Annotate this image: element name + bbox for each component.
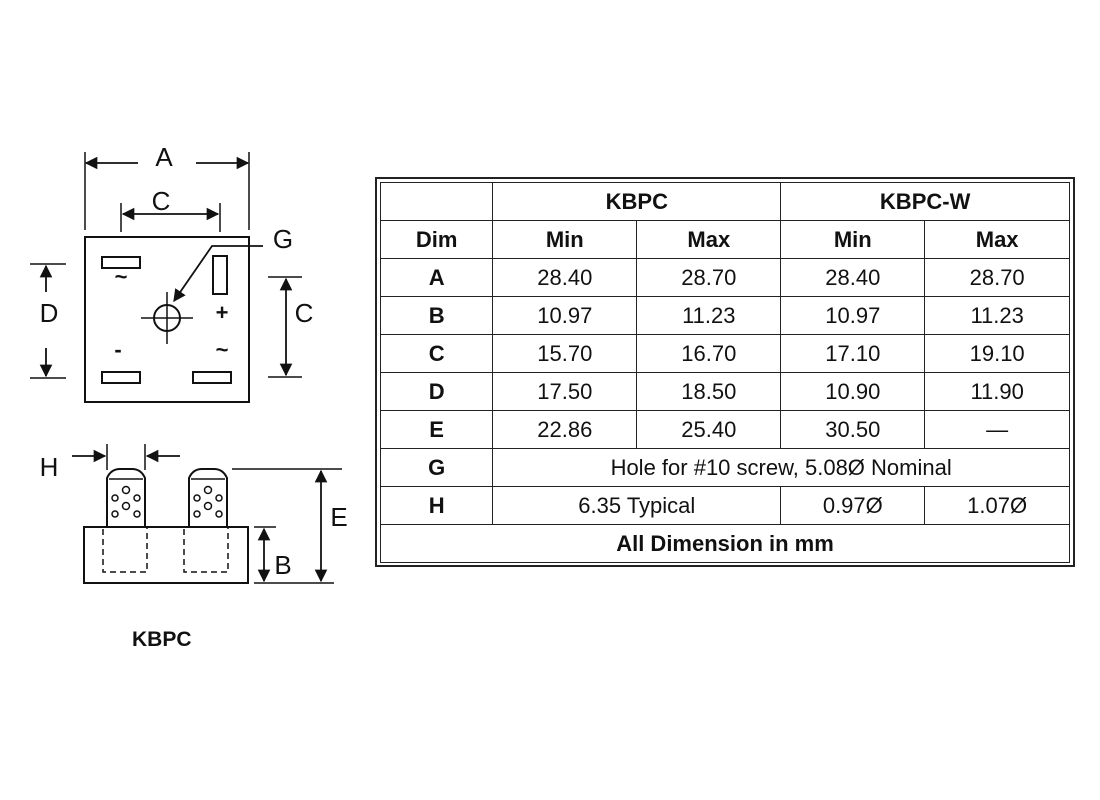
package-caption: KBPC (132, 628, 192, 651)
dim-c-top-label: C (152, 186, 171, 216)
column-header-kbpcw-max: Max (924, 220, 1070, 259)
kbpc-max-cell: 25.40 (636, 410, 782, 449)
terminal-right-hole-4 (215, 494, 223, 502)
dim-g-leader (173, 245, 263, 303)
kbpc-min-cell: 17.50 (492, 372, 638, 411)
kbpc-max-cell: 16.70 (636, 334, 782, 373)
terminal-right-hole-1 (203, 485, 213, 495)
terminal-plus-symbol: + (216, 300, 229, 325)
terminal-right-hole-6 (215, 510, 223, 518)
kbpc-min-cell: 15.70 (492, 334, 638, 373)
table-row: H 6.35 Typical 0.97Ø 1.07Ø (379, 486, 1070, 525)
row-dim-cell: E (379, 410, 494, 449)
kbpc-max-cell: 28.70 (636, 258, 782, 297)
column-header-kbpc-min: Min (492, 220, 638, 259)
terminal-right-hole-3 (193, 494, 201, 502)
dim-h-label: H (40, 452, 59, 482)
terminal-ac-symbol-2: ~ (216, 337, 229, 362)
terminal-lead-left (106, 468, 146, 527)
row-dim-cell: C (379, 334, 494, 373)
terminal-left-hole-6 (133, 510, 141, 518)
kbpcw-max-cell: 28.70 (924, 258, 1070, 297)
terminal-left-hole-2 (121, 501, 131, 511)
package-body-side (83, 526, 249, 584)
empty-corner-cell (379, 182, 494, 221)
group-header-kbpc-w: KBPC-W (780, 182, 1070, 221)
column-header-dim: Dim (379, 220, 494, 259)
kbpc-min-cell: 10.97 (492, 296, 638, 335)
table-row: E 22.86 25.40 30.50 — (379, 410, 1070, 449)
kbpcw-min-cell: 17.10 (780, 334, 926, 373)
dim-d-label: D (40, 298, 59, 328)
terminal-lead-right (188, 468, 228, 527)
table-row: B 10.97 11.23 10.97 11.23 (379, 296, 1070, 335)
kbpcw-min-cell: 30.50 (780, 410, 926, 449)
row-dim-cell: B (379, 296, 494, 335)
units-note: All Dimension in mm (380, 524, 1070, 563)
dim-b-label: B (274, 550, 291, 580)
kbpcw-max-cell: — (924, 410, 1070, 449)
terminal-ac-symbol-1: ~ (115, 264, 128, 289)
kbpc-max-cell: 18.50 (636, 372, 782, 411)
hidden-terminal-left (102, 526, 148, 573)
hole-spec-cell: Hole for #10 screw, 5.08Ø Nominal (492, 448, 1070, 487)
table-row: A 28.40 28.70 28.40 28.70 (379, 258, 1070, 297)
row-dim-cell: G (379, 448, 494, 487)
column-header-row: Dim Min Max Min Max (379, 220, 1070, 259)
column-header-kbpcw-min: Min (780, 220, 926, 259)
top-view: ~ + - ~ G A C D C (30, 142, 314, 403)
kbpc-typical-cell: 6.35 Typical (492, 486, 782, 525)
kbpcw-max-cell: 1.07Ø (924, 486, 1070, 525)
terminal-left-hole-1 (121, 485, 131, 495)
row-dim-cell: D (379, 372, 494, 411)
package-body-top (84, 236, 250, 403)
terminal-slot-top-right (212, 255, 228, 295)
kbpcw-min-cell: 0.97Ø (780, 486, 926, 525)
terminal-slot-top-left (101, 256, 141, 269)
kbpcw-min-cell: 10.90 (780, 372, 926, 411)
terminal-right-hole-2 (203, 501, 213, 511)
group-header-row: KBPC KBPC-W (379, 182, 1070, 221)
side-view: H E B (40, 444, 348, 584)
terminal-left-hole-3 (111, 494, 119, 502)
dim-g-label: G (273, 224, 293, 254)
dim-a-label: A (155, 142, 173, 172)
terminal-right-hole-5 (193, 510, 201, 518)
kbpcw-max-cell: 11.90 (924, 372, 1070, 411)
column-header-kbpc-max: Max (636, 220, 782, 259)
terminal-slot-bottom-right (192, 371, 232, 384)
table-row: D 17.50 18.50 10.90 11.90 (379, 372, 1070, 411)
dimensions-table-grid: KBPC KBPC-W Dim Min Max Min Max A 28.40 … (379, 182, 1070, 563)
row-dim-cell: H (379, 486, 494, 525)
kbpcw-max-cell: 19.10 (924, 334, 1070, 373)
dimensions-table: KBPC KBPC-W Dim Min Max Min Max A 28.40 … (375, 177, 1075, 567)
kbpcw-min-cell: 10.97 (780, 296, 926, 335)
row-dim-cell: A (379, 258, 494, 297)
table-row: C 15.70 16.70 17.10 19.10 (379, 334, 1070, 373)
terminal-minus-symbol: - (114, 337, 121, 362)
kbpcw-max-cell: 11.23 (924, 296, 1070, 335)
footer-row: All Dimension in mm (380, 524, 1070, 563)
terminal-slot-bottom-left (101, 371, 141, 384)
table-row: G Hole for #10 screw, 5.08Ø Nominal (379, 448, 1070, 487)
group-header-kbpc: KBPC (492, 182, 782, 221)
hidden-terminal-right (183, 526, 229, 573)
kbpc-min-cell: 28.40 (492, 258, 638, 297)
kbpc-min-cell: 22.86 (492, 410, 638, 449)
dim-e-label: E (330, 502, 347, 532)
kbpc-max-cell: 11.23 (636, 296, 782, 335)
kbpcw-min-cell: 28.40 (780, 258, 926, 297)
terminal-left-hole-5 (111, 510, 119, 518)
dim-c-side-label: C (295, 298, 314, 328)
terminal-left-hole-4 (133, 494, 141, 502)
